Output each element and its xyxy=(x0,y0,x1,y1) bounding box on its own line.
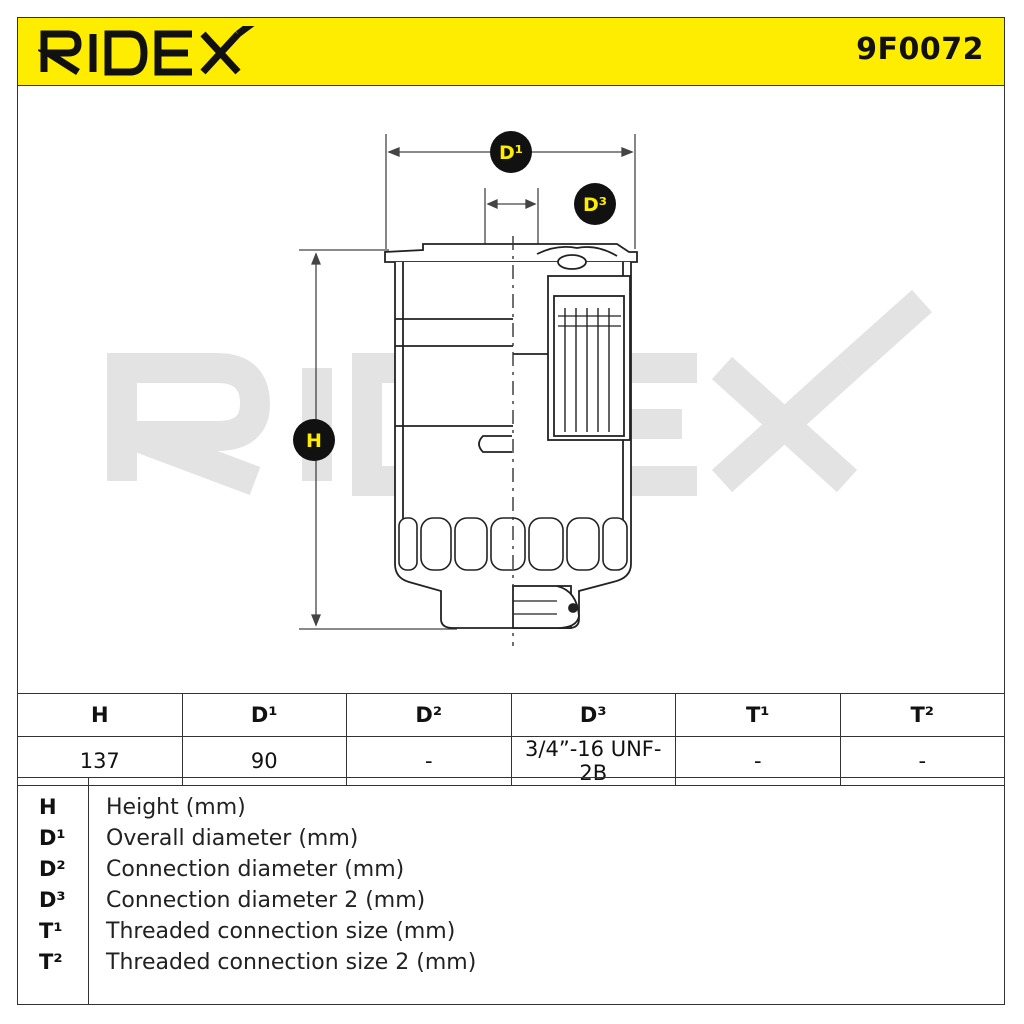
legend-key: T² xyxy=(39,950,63,974)
spec-header-d3: D³ xyxy=(510,693,676,737)
legend-key: D³ xyxy=(39,888,66,912)
legend-desc: Threaded connection size 2 (mm) xyxy=(106,950,477,975)
part-number: 9F0072 xyxy=(856,32,984,67)
legend-item: D³ Connection diameter 2 (mm) xyxy=(17,885,1005,916)
legend-item: D¹ Overall diameter (mm) xyxy=(17,823,1005,854)
legend-key: D² xyxy=(39,857,66,881)
legend-desc: Connection diameter 2 (mm) xyxy=(106,888,426,913)
spec-header-d2: D² xyxy=(346,693,512,737)
spec-header-row: H D¹ D² D³ T¹ T² xyxy=(17,693,1005,737)
legend-desc: Height (mm) xyxy=(106,795,246,820)
dimension-d3 xyxy=(484,188,539,246)
legend-desc: Connection diameter (mm) xyxy=(106,857,405,882)
spec-header-h: H xyxy=(17,693,183,737)
legend: H Height (mm) D¹ Overall diameter (mm) D… xyxy=(17,777,1005,1005)
legend-desc: Overall diameter (mm) xyxy=(106,826,359,851)
filter-body xyxy=(384,243,638,629)
spec-table: H D¹ D² D³ T¹ T² 137 90 - 3/4”-16 UNF-2B… xyxy=(17,693,1005,786)
ridex-logo xyxy=(38,26,255,76)
legend-item: T² Threaded connection size 2 (mm) xyxy=(17,947,1005,978)
badge-h xyxy=(293,419,335,461)
badge-d3-label: D³ xyxy=(583,194,607,216)
spec-header-t2: T² xyxy=(839,693,1005,737)
badge-d3 xyxy=(574,183,616,225)
legend-item: T¹ Threaded connection size (mm) xyxy=(17,916,1005,947)
legend-item: H Height (mm) xyxy=(17,792,1005,823)
badge-d1-label: D¹ xyxy=(499,142,523,164)
legend-divider xyxy=(88,778,89,1005)
badge-h-label: H xyxy=(306,430,322,452)
header-bar: 9F0072 xyxy=(17,17,1005,86)
legend-key: T¹ xyxy=(39,919,63,943)
spec-header-t1: T¹ xyxy=(675,693,841,737)
legend-key: D¹ xyxy=(39,826,66,850)
badge-d1 xyxy=(490,131,532,173)
spec-header-d1: D¹ xyxy=(181,693,347,737)
technical-drawing: D¹ D³ H xyxy=(17,86,1005,693)
legend-desc: Threaded connection size (mm) xyxy=(106,919,456,944)
legend-item: D² Connection diameter (mm) xyxy=(17,854,1005,885)
legend-key: H xyxy=(39,795,57,819)
